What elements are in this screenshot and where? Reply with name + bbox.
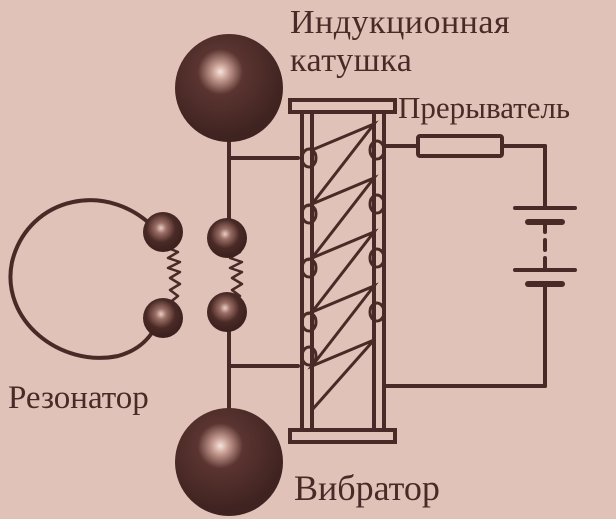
resonator-lower-ball — [143, 298, 183, 338]
resonator-spark — [166, 246, 182, 306]
induction-coil-label-line1: Индукционная — [290, 4, 511, 41]
resonator-upper-ball — [143, 212, 183, 252]
induction-coil-label: Индукционная катушка — [290, 4, 510, 80]
vibrator-bottom-sphere — [175, 408, 283, 516]
resonator-loop — [8, 198, 160, 360]
vibrator-top-sphere — [175, 34, 283, 142]
induction-coil-label-line2: катушка — [290, 42, 413, 80]
interrupter-resistor — [416, 134, 504, 158]
coil-winding — [307, 120, 379, 411]
induction-coil — [288, 98, 397, 444]
vibrator-label: Вибратор — [294, 468, 440, 508]
vibrator-lower-ball — [207, 292, 247, 332]
interrupter-label: Прерыватель — [398, 90, 571, 125]
resonator-label: Резонатор — [8, 380, 149, 416]
coil-bottom-cap — [288, 428, 397, 444]
coil-top-cap — [288, 98, 397, 114]
vibrator-upper-ball — [207, 218, 247, 258]
